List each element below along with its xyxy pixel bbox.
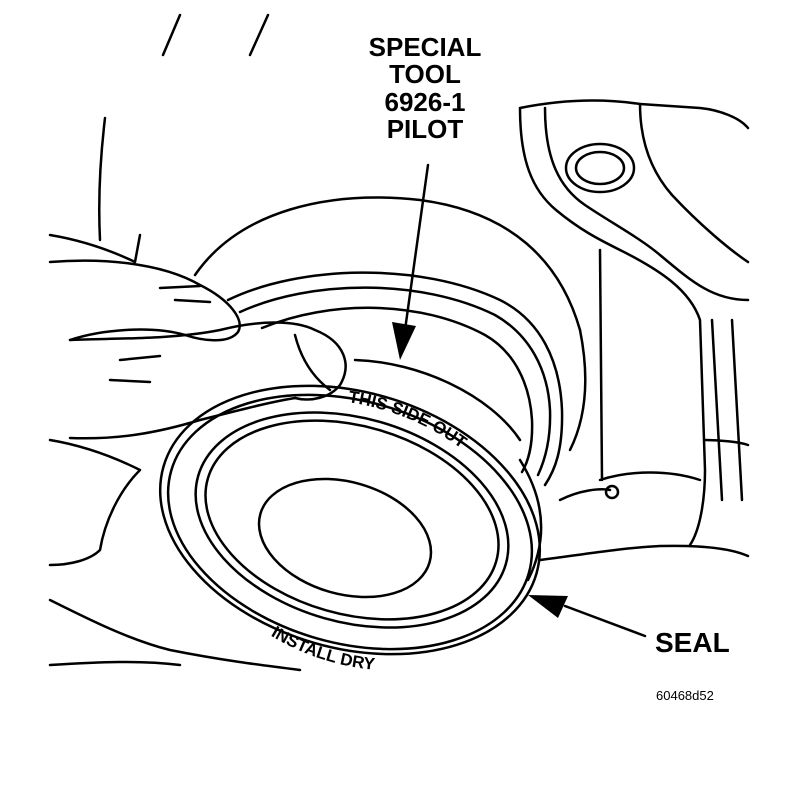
break-line — [248, 13, 270, 57]
knuckle — [293, 333, 332, 392]
special-tool-label: SPECIAL TOOL 6926-1 PILOT — [345, 32, 505, 144]
crank-flange — [193, 196, 582, 332]
tool-label-line: 6926-1 — [384, 86, 466, 117]
tool-label-line: PILOT — [386, 113, 464, 144]
seal-lip — [194, 411, 510, 629]
tool-pointer-arrowhead — [392, 322, 416, 360]
tool-pointer-line — [403, 163, 430, 332]
wrist — [48, 660, 182, 667]
finger — [48, 259, 241, 342]
bolt-boss-outer — [564, 142, 636, 194]
thumb — [68, 396, 297, 440]
tool-pilot-ring — [226, 271, 564, 487]
seal-outer-ring — [166, 393, 534, 651]
figure-id: 60468d52 — [656, 688, 714, 703]
tool-pilot-face — [353, 358, 522, 442]
seal-lip — [204, 419, 500, 621]
engine-block-rib — [598, 248, 604, 482]
tool-label-line: TOOL — [389, 59, 461, 90]
engine-block-flange — [538, 544, 750, 562]
hand-outline — [48, 233, 142, 264]
hand-outline — [97, 116, 107, 242]
hand-crease — [108, 284, 212, 384]
tool-pilot-ring — [260, 306, 534, 474]
engine-block-rib — [638, 102, 750, 264]
tool-pilot-ring — [238, 286, 552, 477]
bolt-boss-inner — [574, 150, 626, 186]
seal-pointer-arrowhead — [528, 595, 568, 618]
palm — [48, 598, 302, 672]
tool-label-line: SPECIAL — [368, 32, 482, 62]
this-side-out-text: THIS SIDE OUT — [347, 387, 470, 452]
engine-block-rib — [703, 318, 750, 502]
crank-flange — [568, 328, 587, 452]
finger — [48, 438, 142, 567]
engine-block-rib — [598, 471, 702, 482]
engine-block-outline — [518, 99, 750, 547]
seal-bore — [257, 477, 433, 599]
seal-label: SEAL — [655, 627, 730, 658]
finger — [68, 321, 347, 401]
seal-edge — [518, 458, 543, 582]
seal-pointer-line — [563, 604, 647, 638]
break-line — [161, 13, 182, 57]
bolt-hole — [604, 484, 620, 500]
engine-block-flange — [558, 488, 612, 502]
engine-block-edge — [543, 106, 750, 302]
seal-outer-ring — [158, 384, 542, 656]
